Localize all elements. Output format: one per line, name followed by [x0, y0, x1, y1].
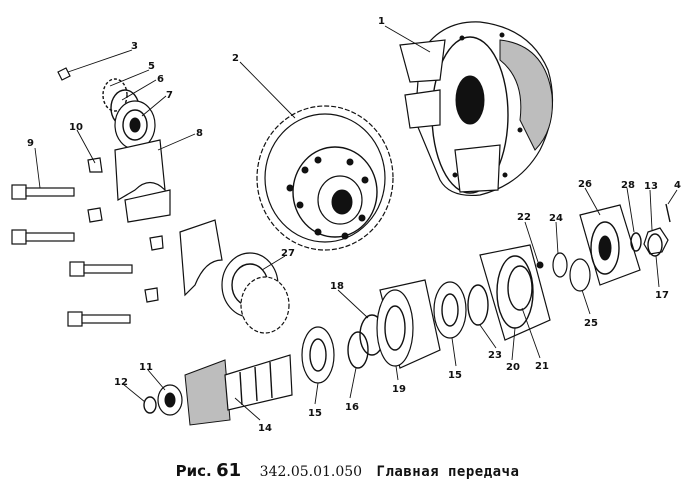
callout-5: 5 — [148, 61, 155, 72]
part-5-adjusting-nut — [102, 78, 128, 112]
part-2-ring-gear — [256, 105, 394, 251]
part-11-bearing — [157, 384, 183, 416]
callout-11: 11 — [139, 362, 153, 373]
part-27-bearing — [179, 219, 290, 334]
callout-labels: 1 2 3 4 5 6 7 8 9 10 11 12 13 14 15 15 1… — [27, 16, 681, 434]
figure-number: 61 — [216, 460, 242, 481]
callout-18: 18 — [330, 281, 344, 292]
bolt-4 — [67, 311, 131, 327]
part-10-lockplates — [87, 157, 164, 303]
part-17-washer — [647, 233, 663, 257]
part-22-washer — [536, 261, 544, 269]
part-3-lockplate — [57, 67, 71, 81]
callout-10: 10 — [69, 122, 83, 133]
callout-26: 26 — [578, 179, 592, 190]
part-21-seal — [507, 265, 533, 311]
callout-2: 2 — [232, 53, 239, 64]
callout-23: 23 — [488, 350, 502, 361]
part-28-washer — [630, 232, 642, 252]
part-8-bearing-cap — [114, 139, 171, 223]
figure-prefix: Рис. — [175, 462, 212, 480]
part-14-pinion — [184, 354, 293, 426]
part-15-bearing-a — [301, 326, 335, 384]
bolt-1 — [11, 184, 75, 200]
figure-caption: Рис. 61 342.05.01.050 Главная передача — [0, 460, 695, 486]
bolt-3 — [69, 261, 133, 277]
callout-14: 14 — [258, 423, 272, 434]
callout-20: 20 — [506, 362, 520, 373]
part-1-housing — [399, 21, 554, 197]
callout-13: 13 — [644, 181, 658, 192]
callout-7: 7 — [166, 90, 173, 101]
callout-3: 3 — [131, 41, 138, 52]
callout-21: 21 — [535, 361, 549, 372]
part-19-bearing-cage — [376, 279, 441, 369]
callout-15a: 15 — [308, 408, 322, 419]
part-7-bearing — [114, 100, 156, 150]
part-12-washer — [143, 396, 157, 414]
part-13-nut — [643, 227, 669, 255]
leader-lines — [34, 25, 678, 421]
part-20-flange-cover — [479, 244, 551, 341]
callout-17: 17 — [655, 290, 669, 301]
bolt-2 — [11, 229, 75, 245]
callout-19: 19 — [392, 384, 406, 395]
callout-4: 4 — [674, 180, 681, 191]
callout-15b: 15 — [448, 370, 462, 381]
figure-code: 342.05.01.050 — [259, 464, 363, 480]
part-23-shim — [467, 284, 489, 326]
callout-25: 25 — [584, 318, 598, 329]
part-25-seal — [569, 258, 591, 292]
part-4-cotter-pin — [665, 203, 671, 223]
callout-8: 8 — [196, 128, 203, 139]
callout-27: 27 — [281, 248, 295, 259]
callout-28: 28 — [621, 180, 635, 191]
part-16-spacer — [347, 331, 369, 369]
figure-title: Главная передача — [376, 464, 520, 480]
callout-24: 24 — [549, 213, 563, 224]
callout-6: 6 — [157, 74, 164, 85]
part-15-bearing-b — [433, 281, 467, 339]
part-24-deflector — [552, 252, 568, 278]
callout-9: 9 — [27, 138, 34, 149]
callout-1: 1 — [378, 16, 385, 27]
part-26-flange — [579, 204, 641, 286]
part-9-bolts — [11, 184, 133, 327]
callout-12: 12 — [114, 377, 128, 388]
callout-22: 22 — [517, 212, 531, 223]
callout-16: 16 — [345, 402, 359, 413]
